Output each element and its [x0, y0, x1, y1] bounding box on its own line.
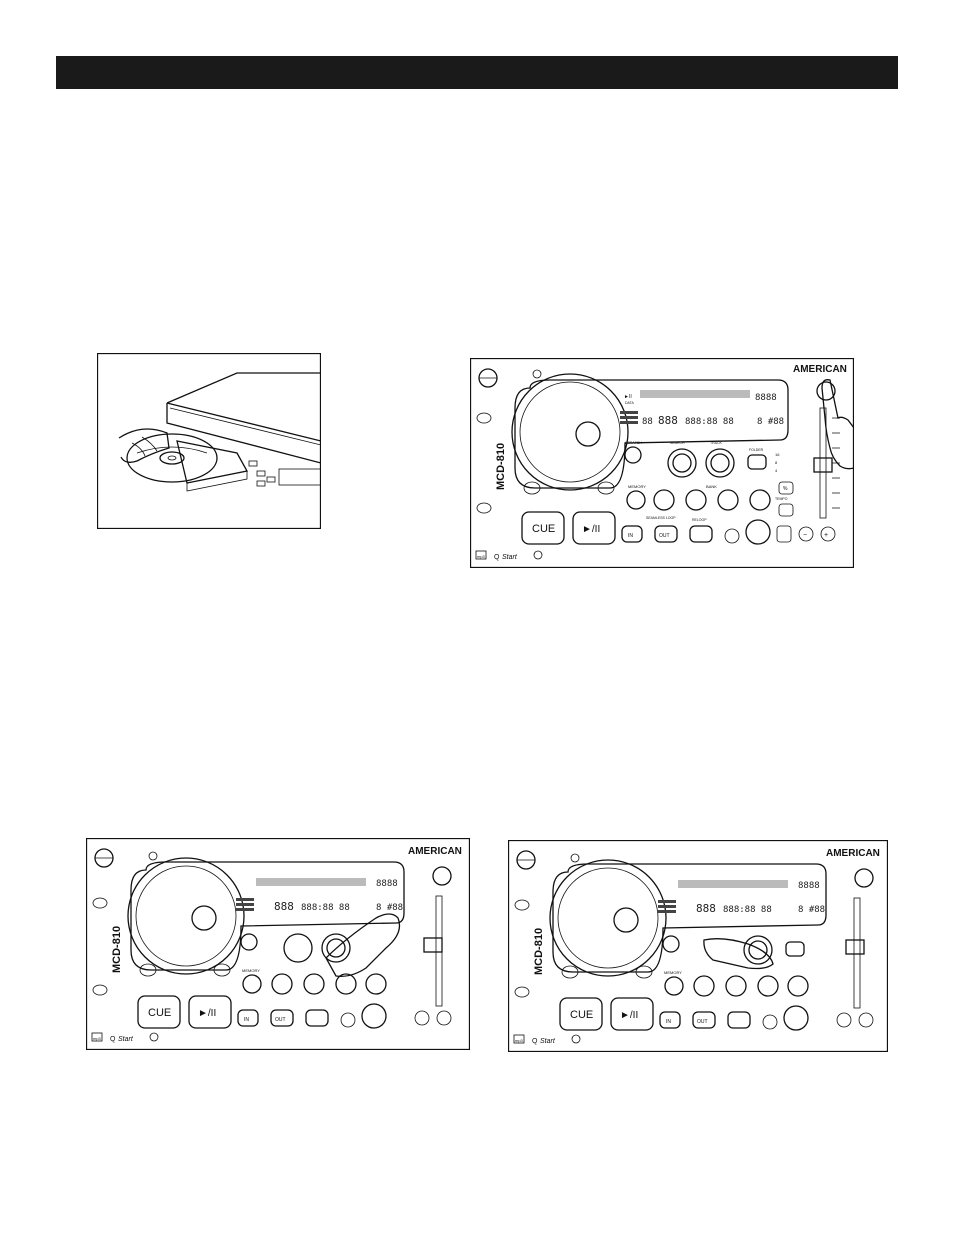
cue-button-label: CUE [532, 523, 555, 535]
brand-logo: AMERICAN [793, 364, 847, 375]
svg-text:−: − [803, 532, 807, 539]
svg-text:16: 16 [775, 452, 780, 457]
svg-text:Q: Q [110, 1036, 116, 1043]
figure-folder-knob: AMERICAN MCD-810 8888 888 888:88 88 8 #8… [508, 840, 888, 1052]
svg-text:►/II: ►/II [198, 1008, 216, 1019]
svg-text:8888: 8888 [798, 881, 820, 891]
svg-text:Start: Start [540, 1038, 556, 1045]
model-label: MCD-810 [495, 443, 507, 490]
svg-text:mp3: mp3 [93, 1036, 102, 1041]
svg-text:888:88 88: 888:88 88 [723, 905, 772, 915]
svg-text:DATA: DATA [625, 401, 634, 405]
svg-text:%: % [783, 486, 788, 492]
svg-text:8 #88: 8 #88 [376, 903, 403, 913]
svg-text:8888: 8888 [376, 879, 398, 889]
svg-text:mp3: mp3 [477, 554, 486, 559]
svg-text:8: 8 [775, 460, 778, 465]
section-header-bar [56, 56, 898, 89]
svg-text:SEAMLESS LOOP: SEAMLESS LOOP [646, 516, 676, 520]
svg-text:Start: Start [502, 554, 518, 561]
svg-text:IN: IN [244, 1017, 249, 1023]
svg-text:888:88 88: 888:88 88 [685, 417, 734, 427]
figure-track-knob: AMERICAN MCD-810 8888 888 888:88 88 8 #8… [86, 838, 470, 1050]
svg-text:MCD-810: MCD-810 [533, 928, 545, 975]
svg-text:Start: Start [118, 1036, 134, 1043]
svg-text:OUT: OUT [697, 1019, 708, 1025]
svg-text:MEMORY: MEMORY [664, 970, 682, 975]
svg-text:CUE: CUE [148, 1007, 171, 1019]
svg-text:8888: 8888 [755, 393, 777, 403]
svg-text:OUT: OUT [275, 1017, 286, 1023]
svg-text:Q: Q [532, 1038, 538, 1045]
svg-text:888: 888 [658, 414, 678, 427]
svg-text:Q: Q [494, 554, 500, 561]
svg-text:MCD-810: MCD-810 [111, 926, 123, 973]
svg-text:FOLDER: FOLDER [749, 448, 764, 452]
figure-disc-insert [97, 353, 321, 529]
svg-text:4: 4 [775, 468, 778, 473]
svg-text:BANK: BANK [706, 484, 717, 489]
svg-text:AMERICAN: AMERICAN [408, 846, 462, 857]
svg-text:IN: IN [628, 533, 633, 539]
svg-text:TRACK: TRACK [710, 441, 723, 445]
svg-text:RELOOP: RELOOP [692, 518, 707, 522]
svg-text:MEMORY: MEMORY [628, 484, 646, 489]
svg-text:888: 888 [274, 900, 294, 913]
svg-text:OUT: OUT [659, 533, 670, 539]
svg-text:IN: IN [666, 1019, 671, 1025]
svg-text:8 #88: 8 #88 [757, 417, 784, 427]
svg-text:►/II: ►/II [582, 524, 600, 535]
svg-text:TEMPO: TEMPO [775, 497, 788, 501]
svg-text:►II: ►II [624, 394, 632, 400]
svg-text:888:88 88: 888:88 88 [301, 903, 350, 913]
svg-text:MEMORY: MEMORY [242, 968, 260, 973]
svg-text:►/II: ►/II [620, 1010, 638, 1021]
svg-text:8 #88: 8 #88 [798, 905, 825, 915]
svg-text:888: 888 [696, 902, 716, 915]
svg-text:88: 88 [642, 417, 653, 427]
svg-text:CUE: CUE [570, 1009, 593, 1021]
svg-text:SEARCH: SEARCH [670, 441, 685, 445]
svg-text:SCRATCH: SCRATCH [625, 441, 642, 445]
svg-text:AMERICAN: AMERICAN [826, 848, 880, 859]
svg-text:+: + [824, 532, 828, 539]
svg-text:mp3: mp3 [515, 1038, 524, 1043]
figure-eject-press: AMERICAN MCD-810 ►II DATA 8888 88 888 88… [470, 358, 854, 568]
